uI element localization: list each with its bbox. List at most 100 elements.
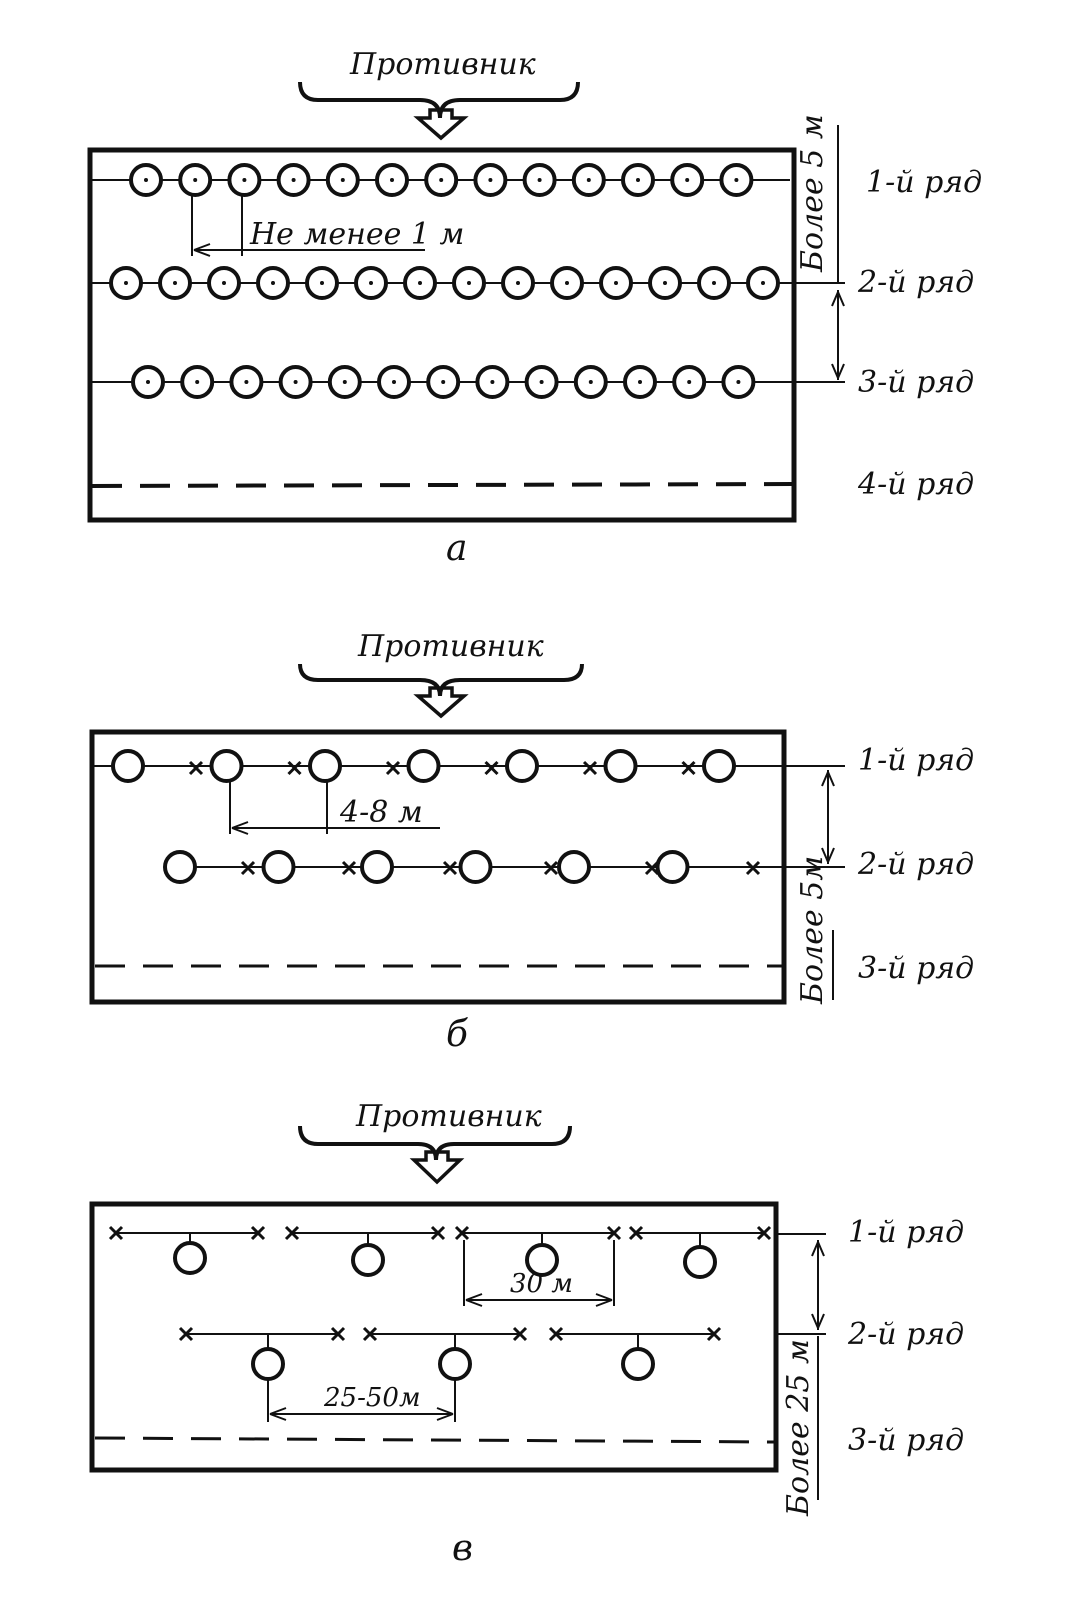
panel-c: Противник 30 м [89,1099,964,1569]
row-line-dashed [94,1436,777,1444]
mine-center-dot [467,281,471,285]
mine-center-dot [638,380,642,384]
mine-icon [209,749,244,783]
mine-center-dot [124,281,128,285]
spacing-dimension [191,195,425,257]
mine-center-dot [490,380,495,384]
anchor-cross-icon [706,1326,722,1342]
mine-icon [173,1241,207,1275]
panel-caption: а [446,528,467,569]
mine-center-dot [441,380,446,384]
depth-label: Более 5м [795,856,830,1005]
mine-center-dot [271,281,275,285]
mine-icon [525,1243,559,1277]
mine-center-dot [242,178,247,182]
anchor-cross-icon [108,1225,124,1241]
anchor-cross-icon [548,1326,564,1342]
anchor-cross-icon [330,1326,346,1342]
anchor-cross-icon [287,760,302,776]
mine-icon [111,749,145,783]
enemy-label: Противник [357,629,544,664]
mine-icon [458,850,493,884]
mine-center-dot [663,281,667,285]
depth-dimension [831,125,845,380]
mine-center-dot [586,178,591,182]
mine-center-dot [293,380,298,384]
mine-icon [505,749,539,783]
row-label: 1-й ряд [866,165,982,200]
row-label: 2-й ряд [847,1317,964,1352]
row-label: 2-й ряд [857,847,974,882]
mine-icon [621,1347,655,1381]
anchor-cross-icon [250,1225,266,1241]
spacing-dimension [267,1378,456,1422]
anchor-cross-icon [362,1326,378,1342]
anchor-cross-icon [385,760,401,776]
spacing-label: 30 м [510,1269,573,1299]
wire-row [116,1232,826,1235]
anchor-cross-icon [644,860,660,876]
enemy-label: Противник [355,1099,542,1134]
mine-row [131,365,756,399]
mine-center-dot [516,281,520,285]
anchor-cross-icon [240,860,256,876]
mine-center-dot [537,178,542,182]
panel-b: Противник 4-8 м Более 5м 1-й ряд 2-й ряд… [89,629,974,1055]
mine-row [129,163,754,197]
spacing-label: Не менее 1 м [249,217,464,252]
row-label: 2-й ряд [857,265,974,300]
mine-center-dot [146,380,150,384]
mine-center-dot [614,281,618,285]
enemy-direction-icon [298,81,580,141]
mine-row [111,749,736,783]
mine-center-dot [392,380,396,384]
anchor-cross-icon [606,1225,622,1241]
row-label: 3-й ряд [858,365,974,400]
enemy-direction-icon [298,663,584,719]
depth-dimension [811,1240,825,1500]
mine-center-dot [565,281,569,285]
anchor-cross-icon [582,760,598,776]
mine-icon [261,850,296,884]
panel-caption: б [446,1014,469,1055]
anchor-cross-icon [341,860,357,876]
row-label: 1-й ряд [858,743,974,778]
mine-center-dot [222,281,226,285]
anchor-cross-icon [681,760,696,776]
spacing-label: 25-50м [323,1383,421,1413]
anchor-cross-icon [430,1225,446,1241]
mine-center-dot [193,178,198,182]
mine-center-dot [736,380,741,384]
mine-center-dot [418,281,422,285]
mine-center-dot [369,281,373,285]
depth-label: Более 5 м [795,114,830,273]
row-label: 4-й ряд [857,467,974,502]
mine-row [109,266,780,300]
mine-center-dot [320,281,324,285]
mine-icon [163,850,197,884]
mine-center-dot [488,178,493,182]
anchor-cross-icon [628,1225,644,1241]
mine-icon [702,749,736,783]
mine-row [163,850,761,884]
spacing-label: 4-8 м [339,795,423,830]
mine-center-dot [734,178,739,182]
spacing-dimension [229,782,440,835]
depth-dimension [821,770,835,1000]
mine-center-dot [539,380,544,384]
mine-center-dot [342,380,347,384]
anchor-cross-icon [484,760,499,776]
row-label: 3-й ряд [858,951,974,986]
panel-caption: в [452,1528,473,1569]
mine-icon [438,1347,472,1381]
mine-center-dot [636,178,640,182]
minefield-frame [89,1201,779,1473]
mine-center-dot [291,178,296,182]
anchor-markers [108,1225,772,1342]
mine-center-dot [195,380,200,384]
mine-row [173,1233,717,1381]
mine-icon [557,850,591,884]
mine-center-dot [685,178,690,182]
